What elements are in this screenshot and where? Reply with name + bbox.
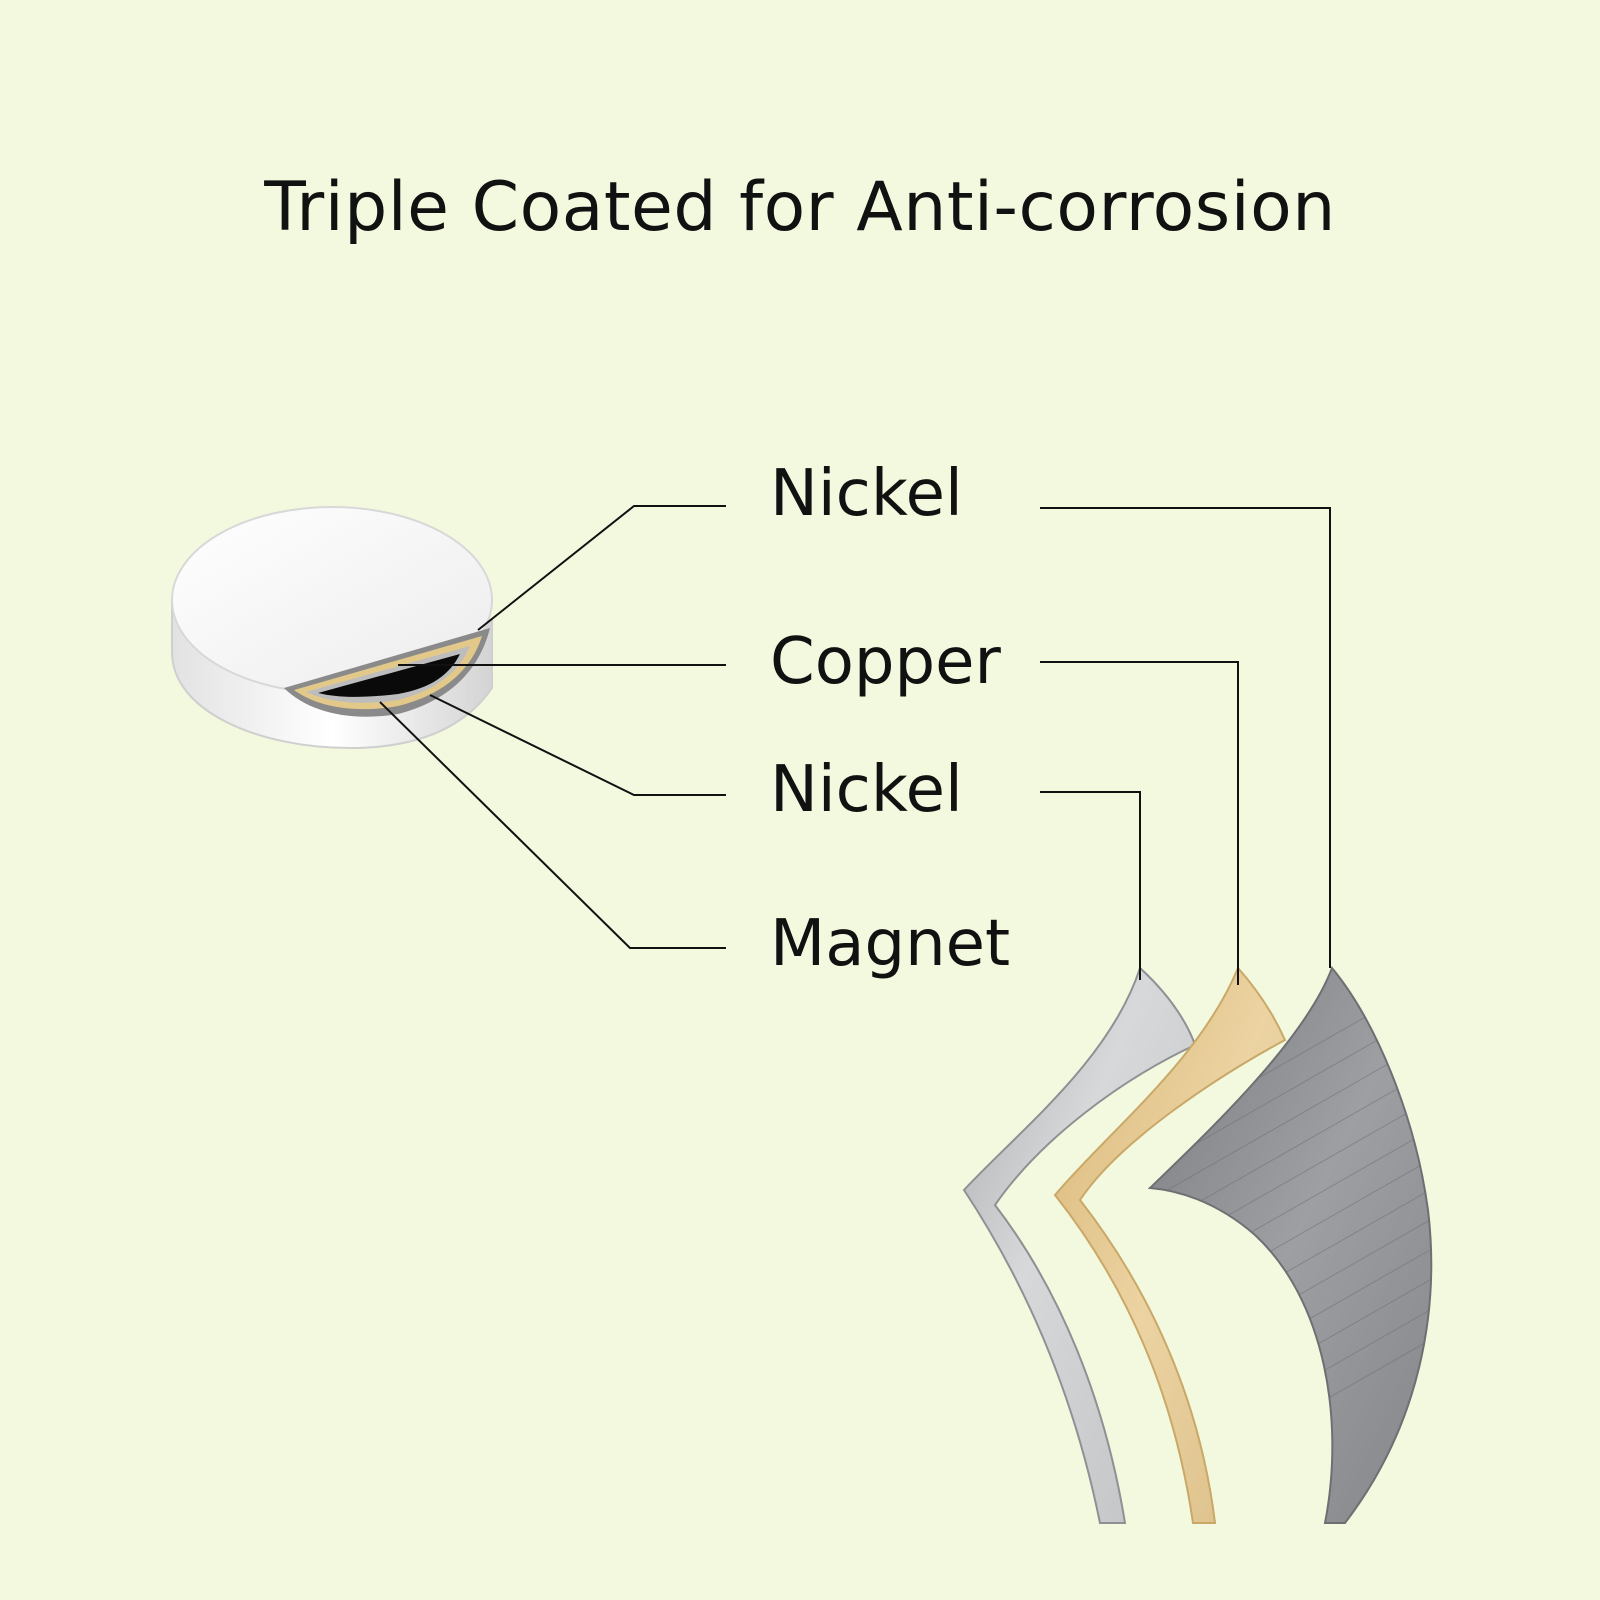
disc-callout-lines (379, 505, 726, 949)
label-magnet: Magnet (770, 907, 1011, 981)
callout-magnet (379, 701, 726, 949)
callout-sheet-outer-nickel (1040, 507, 1331, 968)
callout-sheet-copper (1040, 661, 1239, 985)
sheet-copper (1053, 966, 1287, 1524)
sheet-inner-nickel (962, 966, 1197, 1524)
sheet-outer-nickel (1147, 966, 1433, 1524)
label-inner-nickel: Nickel (770, 753, 963, 827)
layer-sheets (962, 966, 1433, 1524)
page-title: Triple Coated for Anti-corrosion (264, 168, 1336, 247)
callout-inner-nickel (429, 694, 726, 796)
label-copper: Copper (770, 625, 1001, 699)
callout-sheet-inner-nickel (1040, 791, 1141, 980)
label-outer-nickel: Nickel (770, 457, 963, 531)
magnet-disc-icon (171, 506, 493, 750)
callout-outer-nickel (477, 505, 726, 631)
sheet-callout-lines (1040, 507, 1331, 985)
